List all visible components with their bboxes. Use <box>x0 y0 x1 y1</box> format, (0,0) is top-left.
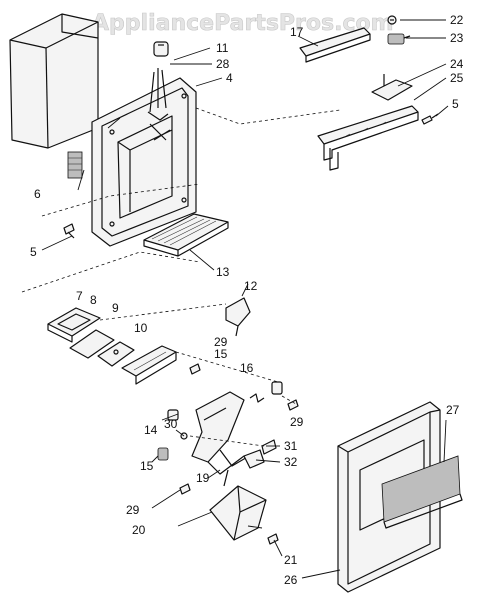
part-16-arm-bracket <box>191 391 245 475</box>
callout-19: 19 <box>196 471 210 485</box>
callout-labels: 22 23 11 17 28 4 24 25 5 6 5 13 12 7 8 9… <box>30 13 464 587</box>
watermark-text: AppliancePartsPros.com <box>92 11 394 36</box>
callout-24: 24 <box>450 57 464 71</box>
part-21-screw <box>267 533 279 545</box>
part-5-screw-left <box>63 223 75 239</box>
callout-7: 7 <box>76 289 83 303</box>
part-13-drip-grille <box>143 213 229 257</box>
callout-15-upper: 15 <box>214 347 228 361</box>
part-9-plate <box>97 341 135 367</box>
part-31-tube <box>261 439 277 455</box>
callout-27: 27 <box>446 403 460 417</box>
callout-20: 20 <box>132 523 146 537</box>
part-8-membrane <box>69 329 115 359</box>
callout-32: 32 <box>284 455 298 469</box>
part-14-pin <box>167 409 179 421</box>
part-12-lever <box>225 297 251 337</box>
callout-5-left: 5 <box>30 245 37 259</box>
callout-10: 10 <box>134 321 148 335</box>
callout-29-lower: 29 <box>126 503 140 517</box>
part-11-clip <box>153 41 169 57</box>
callout-17: 17 <box>290 25 304 39</box>
part-23-switch <box>387 33 411 45</box>
callout-15-lower: 15 <box>140 459 154 473</box>
part-20-ice-chute <box>209 485 267 541</box>
part-16-spring <box>249 393 265 403</box>
part-25-mounting-rail <box>317 105 419 171</box>
callout-8: 8 <box>90 293 97 307</box>
callout-29-right: 29 <box>290 415 304 429</box>
callout-14: 14 <box>144 423 158 437</box>
callout-6: 6 <box>34 187 41 201</box>
part-29-screw-lower <box>179 483 191 495</box>
part-4-dispenser-housing <box>91 68 197 247</box>
part-15-bushing-upper <box>271 381 283 395</box>
part-7-frame <box>47 307 101 343</box>
dashed-assembly-lines <box>21 107 341 447</box>
callout-25: 25 <box>450 71 464 85</box>
part-17-top-channel <box>299 27 371 63</box>
callout-13: 13 <box>216 265 230 279</box>
callout-30: 30 <box>164 417 178 431</box>
part-32-tube <box>243 449 265 469</box>
part-6-cover-panel <box>9 13 99 179</box>
part-29-screw-right <box>287 399 299 411</box>
part-27-label-panel <box>381 455 463 529</box>
callout-5-right: 5 <box>452 97 459 111</box>
callout-16: 16 <box>240 361 254 375</box>
callout-29-mid: 29 <box>214 335 228 349</box>
callout-26: 26 <box>284 573 298 587</box>
part-5-screw-right <box>421 113 439 125</box>
callout-23: 23 <box>450 31 464 45</box>
leader-lines <box>41 19 449 579</box>
part-15-bushing-lower <box>157 447 169 461</box>
callout-31: 31 <box>284 439 298 453</box>
callout-22: 22 <box>450 13 464 27</box>
callout-28: 28 <box>216 57 230 71</box>
part-22-screw <box>387 15 397 25</box>
part-29-screw-mid <box>189 363 201 375</box>
callout-11: 11 <box>216 41 229 55</box>
callout-21: 21 <box>284 553 298 567</box>
callout-12: 12 <box>244 279 258 293</box>
callout-4: 4 <box>226 71 233 85</box>
part-24-bracket <box>371 74 413 101</box>
callout-9: 9 <box>112 301 119 315</box>
